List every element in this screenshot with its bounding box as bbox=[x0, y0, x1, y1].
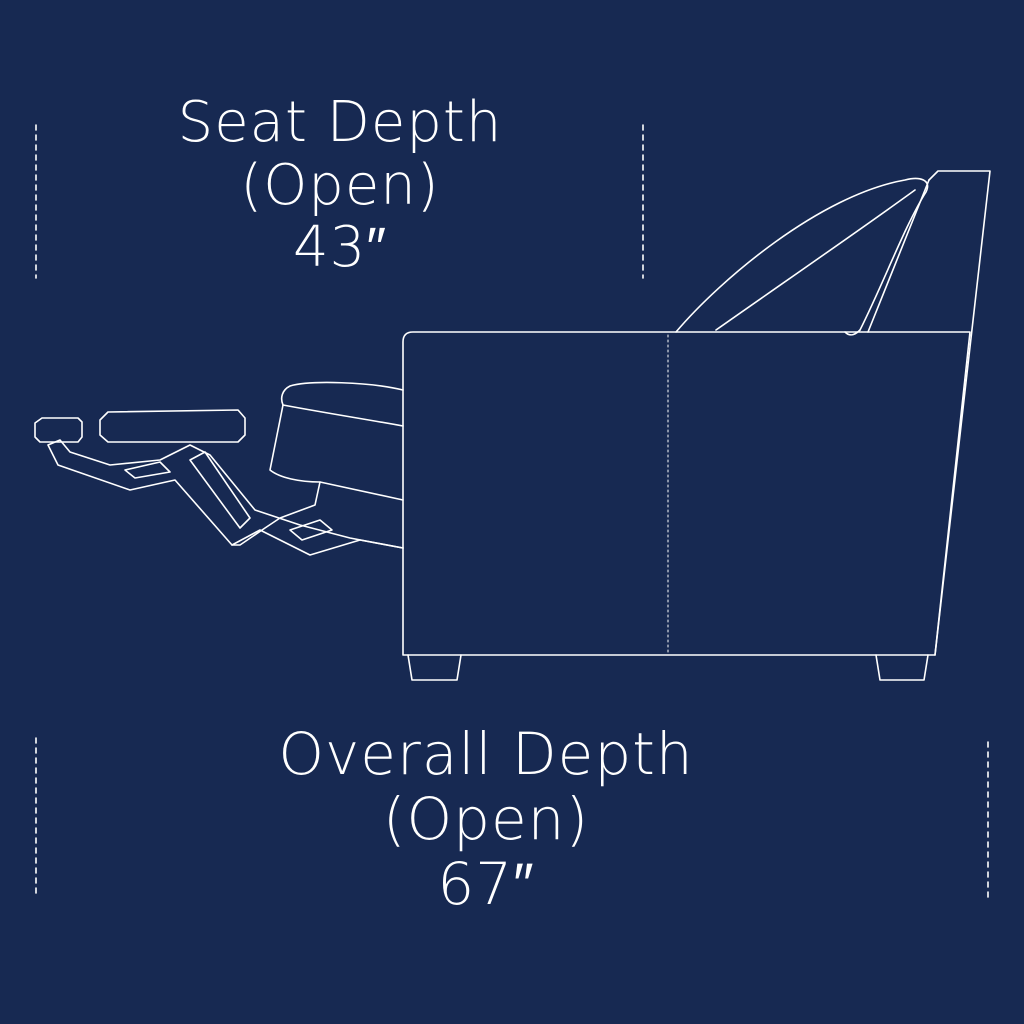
seat-depth-label: Seat Depth (Open) 43″ bbox=[140, 90, 540, 281]
footrest-pad-small bbox=[34, 417, 83, 443]
overall-depth-label: Overall Depth (Open) 67″ bbox=[216, 722, 756, 917]
seat-front-cushion bbox=[269, 381, 404, 501]
mechanism-link-lower bbox=[231, 529, 404, 556]
chair-body bbox=[402, 331, 971, 656]
back-cushion-bottom bbox=[844, 329, 861, 336]
back-cushion-seam bbox=[715, 189, 916, 331]
mechanism-slot-3 bbox=[289, 519, 333, 541]
overall-depth-value: 67″ bbox=[437, 849, 535, 918]
seat-depth-title: Seat Depth bbox=[177, 90, 503, 155]
front-foot bbox=[407, 654, 462, 681]
seat-depth-qualifier: (Open) bbox=[240, 152, 440, 218]
mechanism-slot-1 bbox=[124, 461, 171, 479]
back-cushion bbox=[675, 177, 929, 333]
backrest-inner-line bbox=[867, 179, 930, 333]
footrest-pad-main bbox=[99, 409, 246, 443]
mechanism-slot-2 bbox=[189, 451, 251, 529]
overall-depth-qualifier: (Open) bbox=[382, 784, 590, 853]
seat-depth-value: 43″ bbox=[292, 215, 388, 281]
rear-foot bbox=[875, 654, 929, 681]
seat-front-cushion-edge bbox=[282, 404, 404, 427]
backrest-frame bbox=[928, 170, 991, 656]
recliner-mechanism bbox=[47, 439, 404, 549]
overall-depth-title: Overall Depth bbox=[278, 720, 694, 788]
